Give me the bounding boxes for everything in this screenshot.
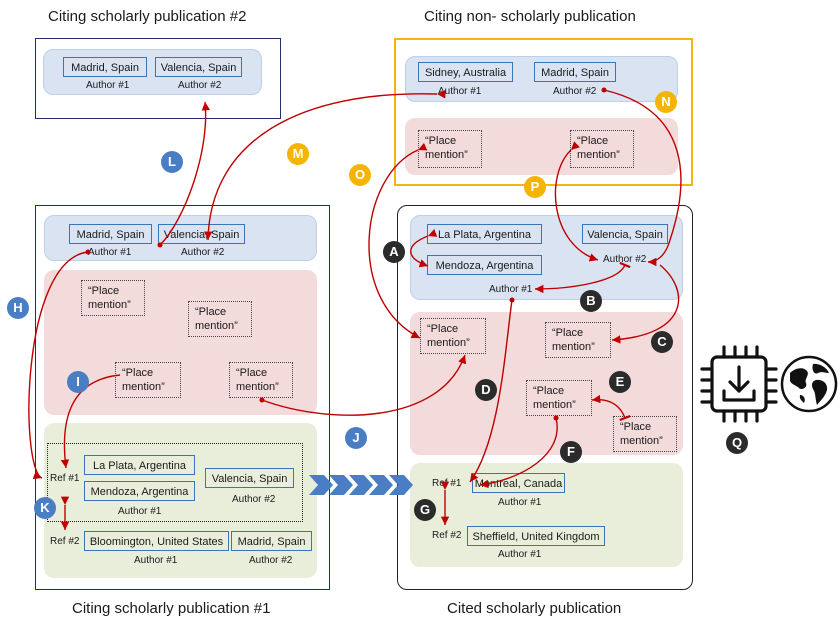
badge-h: H	[7, 297, 29, 319]
location-box: Madrid, Spain	[534, 62, 616, 82]
badge-m: M	[287, 143, 309, 165]
link-m	[203, 90, 446, 241]
download-chip-icon	[700, 345, 778, 423]
location-box: Mendoza, Argentina	[84, 481, 195, 501]
author-label: Author #2	[232, 494, 276, 505]
location-box: Madrid, Spain	[63, 57, 147, 77]
author-label: Author #1	[134, 555, 178, 566]
author-label: Author #2	[181, 247, 225, 258]
link-n	[601, 87, 682, 267]
location-box: Madrid, Spain	[69, 224, 152, 244]
link-a	[410, 229, 438, 268]
globe-icon	[780, 355, 838, 413]
title-citing-2: Citing scholarly publication #2	[48, 8, 247, 25]
link-i	[60, 374, 121, 469]
author-label: Author #1	[498, 549, 542, 560]
ref-label: Ref #2	[50, 536, 80, 547]
author-label: Author #1	[438, 86, 482, 97]
badge-q: Q	[726, 432, 748, 454]
location-box: Sidney, Australia	[418, 62, 513, 82]
link-c	[611, 264, 680, 344]
chevron-arrows-icon	[309, 475, 413, 495]
badge-o: O	[349, 164, 371, 186]
location-box: Sheffield, United Kingdom	[467, 526, 605, 546]
badge-j: J	[345, 427, 367, 449]
badge-k: K	[34, 497, 56, 519]
badge-b: B	[580, 290, 602, 312]
badge-l: L	[161, 151, 183, 173]
badge-p: P	[524, 176, 546, 198]
title-non-scholarly: Citing non- scholarly publication	[424, 8, 636, 25]
link-j	[259, 354, 467, 416]
link-p	[554, 141, 599, 262]
author-label: Author #2	[553, 86, 597, 97]
badge-a: A	[383, 241, 405, 263]
location-box: Madrid, Spain	[231, 531, 312, 551]
location-box: Valencia, Spain	[155, 57, 242, 77]
title-cited: Cited scholarly publication	[447, 600, 622, 617]
ref-label: Ref #2	[432, 530, 462, 541]
link-l	[157, 101, 211, 248]
ref-1-highlight	[47, 443, 303, 522]
badge-g: G	[414, 499, 436, 521]
location-box: Valencia, Spain	[205, 468, 294, 488]
badge-e: E	[609, 371, 631, 393]
badge-i: I	[67, 371, 89, 393]
link-d	[469, 297, 515, 483]
author-label: Author #2	[178, 80, 222, 91]
author-label: Author #1	[118, 506, 162, 517]
author-label: Author #1	[86, 80, 130, 91]
link-o	[368, 142, 428, 339]
badge-n: N	[655, 91, 677, 113]
author-label: Author #1	[489, 284, 533, 295]
link-b	[534, 261, 631, 294]
citing-2-affiliations	[43, 49, 262, 95]
badge-d: D	[475, 379, 497, 401]
location-box: Bloomington, United States	[84, 531, 229, 551]
badge-c: C	[651, 331, 673, 353]
link-e	[591, 394, 631, 421]
link-f	[479, 415, 559, 489]
badge-f: F	[560, 441, 582, 463]
author-label: Author #1	[498, 497, 542, 508]
link-h	[28, 249, 91, 479]
author-label: Author #1	[88, 247, 132, 258]
author-label: Author #2	[249, 555, 293, 566]
title-citing-1: Citing scholarly publication #1	[72, 600, 271, 617]
